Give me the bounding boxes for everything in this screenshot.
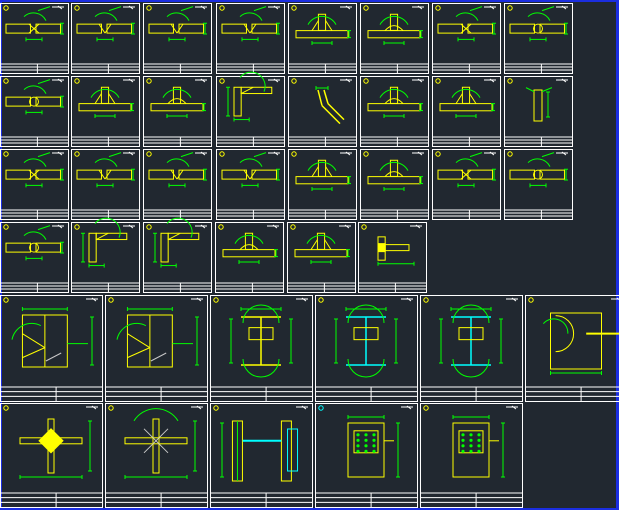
detail-sheet	[0, 3, 69, 74]
detail-sheet	[105, 403, 208, 508]
detail-sheet	[143, 217, 212, 293]
detail-sheet	[288, 76, 357, 147]
detail-sheet	[360, 149, 429, 220]
detail-sheet	[360, 76, 429, 147]
detail-sheet	[143, 149, 212, 220]
detail-sheet	[216, 149, 285, 220]
detail-sheet	[71, 217, 140, 293]
detail-sheet	[432, 76, 501, 147]
detail-sheet	[420, 295, 523, 402]
detail-sheet	[0, 222, 69, 293]
detail-sheet	[143, 76, 212, 147]
detail-sheet	[0, 295, 103, 402]
detail-sheet	[315, 403, 418, 508]
detail-sheet	[215, 222, 284, 293]
detail-sheet	[315, 295, 418, 402]
detail-sheet	[210, 403, 313, 508]
detail-sheet	[143, 3, 212, 74]
detail-sheet	[216, 3, 285, 74]
detail-sheet	[525, 295, 619, 402]
detail-sheet	[0, 76, 69, 147]
detail-sheet	[504, 76, 573, 147]
detail-sheet	[71, 3, 140, 74]
detail-sheet	[71, 76, 140, 147]
detail-sheet	[432, 3, 501, 74]
detail-sheet	[360, 3, 429, 74]
detail-sheet	[288, 149, 357, 220]
detail-sheet	[287, 222, 356, 293]
detail-sheet	[0, 149, 69, 220]
detail-sheet	[420, 403, 523, 508]
detail-sheet	[0, 403, 103, 508]
detail-sheet	[288, 3, 357, 74]
detail-sheet	[504, 149, 573, 220]
detail-sheet	[432, 149, 501, 220]
detail-sheet	[504, 3, 573, 74]
detail-sheet	[358, 222, 427, 293]
detail-sheet	[105, 295, 208, 402]
detail-sheet	[71, 149, 140, 220]
detail-sheet	[210, 295, 313, 402]
detail-sheet	[216, 71, 285, 147]
